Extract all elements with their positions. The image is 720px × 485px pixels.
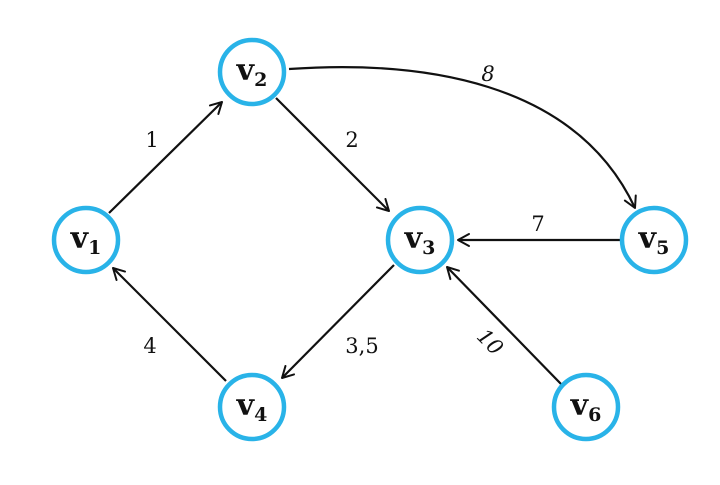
edge-v2-v3 bbox=[275, 97, 390, 212]
node-v6: v6 bbox=[551, 372, 621, 442]
edge-label-v5-v3: 7 bbox=[531, 212, 544, 236]
node-v5: v5 bbox=[619, 205, 689, 275]
nodes: v1 v2 v3 v4 v5 v6 bbox=[51, 37, 689, 442]
edge-v3-v4 bbox=[281, 264, 395, 379]
edge-v4-v1 bbox=[112, 267, 227, 382]
node-v3: v3 bbox=[385, 205, 455, 275]
edge-label-v4-v1: 4 bbox=[143, 334, 156, 358]
edge-v6-v3 bbox=[446, 266, 562, 385]
node-v3-label: v3 bbox=[404, 221, 436, 259]
edge-label-v3-v4: 3,5 bbox=[345, 334, 378, 358]
edges bbox=[108, 66, 637, 385]
node-v2-label: v2 bbox=[236, 53, 268, 91]
node-v4-circle bbox=[217, 372, 287, 442]
node-v5-circle bbox=[619, 205, 689, 275]
node-v1: v1 bbox=[51, 205, 121, 275]
node-v1-circle bbox=[51, 205, 121, 275]
edge-label-v6-v3: 10 bbox=[472, 324, 508, 360]
node-v2: v2 bbox=[217, 37, 287, 107]
edge-label-v2-v3: 2 bbox=[345, 128, 358, 152]
node-v3-circle bbox=[385, 205, 455, 275]
edge-v1-v2 bbox=[108, 101, 223, 214]
node-v4: v4 bbox=[217, 372, 287, 442]
node-v5-label: v5 bbox=[638, 221, 670, 259]
edge-v2-v5 bbox=[288, 66, 637, 209]
edge-label-v1-v2: 1 bbox=[145, 128, 158, 152]
node-v6-circle bbox=[551, 372, 621, 442]
edge-label-v2-v5: 8 bbox=[481, 62, 494, 86]
node-v4-label: v4 bbox=[236, 388, 268, 426]
node-v1-label: v1 bbox=[70, 221, 102, 259]
node-v2-circle bbox=[217, 37, 287, 107]
node-v6-label: v6 bbox=[570, 388, 602, 426]
edge-labels: 1 2 8 7 3,5 4 10 bbox=[143, 62, 544, 360]
